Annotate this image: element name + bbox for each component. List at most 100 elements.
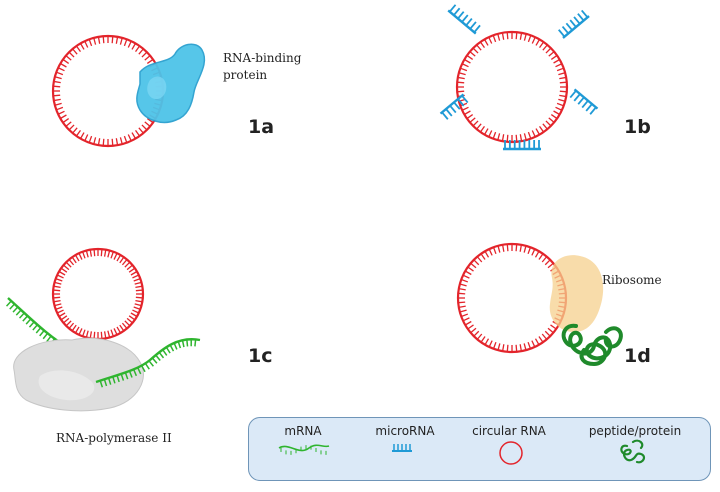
circular-rna-tick [548, 328, 553, 332]
mrna-tick [43, 333, 47, 338]
circular-rna-tick [108, 331, 110, 338]
circular-rna-tick [73, 49, 77, 54]
circular-rna-tick [556, 107, 562, 110]
circular-rna-tick [53, 290, 60, 291]
circular-rna-tick [90, 331, 91, 338]
circular-rna-tick [105, 250, 106, 257]
circular-rna-tick [485, 251, 489, 257]
circular-rna-tick [83, 252, 85, 259]
circular-rna-1c [53, 249, 143, 339]
circular-rna-tick [532, 341, 535, 347]
circular-rna-tick [507, 345, 508, 352]
microrna-backbone [575, 89, 598, 108]
circular-rna-tick [467, 55, 473, 59]
circular-rna-tick [528, 247, 530, 254]
circular-rna-tick [98, 37, 99, 44]
circular-rna-tick [558, 99, 565, 101]
circular-rna-tick [124, 39, 126, 46]
circular-rna-tick [108, 251, 110, 258]
circular-rna-tick [507, 244, 508, 251]
circular-rna-tick [524, 246, 526, 253]
circular-rna-tick [132, 133, 136, 139]
circular-rna-tick [460, 310, 467, 312]
circular-rna-tick [461, 280, 468, 282]
circular-rna-tick [147, 59, 153, 63]
circular-rna-tick [79, 253, 82, 259]
circular-rna-1d [458, 244, 566, 352]
circular-rna-tick [142, 125, 147, 130]
circular-rna-tick [114, 328, 117, 334]
mrna-tick [10, 304, 15, 309]
circular-rna-tick [72, 257, 76, 263]
circular-rna-tick [81, 133, 85, 139]
microrna-tooth [462, 96, 468, 103]
circular-rna-tick [507, 135, 508, 142]
circular-rna-tick [532, 249, 535, 255]
circular-rna-tick [76, 130, 80, 136]
mrna-tick [159, 352, 163, 358]
circular-rna-tick [559, 77, 566, 78]
circular-rna-tick [557, 103, 564, 105]
circular-rna-tick [94, 249, 95, 256]
circular-rna-tick [63, 59, 69, 63]
circular-rna-tick [545, 331, 550, 336]
circular-rna-tick [145, 122, 150, 126]
circular-rna-tick [560, 91, 567, 92]
panel-1a-id: 1a [248, 116, 274, 138]
circular-rna-tick [120, 257, 124, 263]
circular-rna-tick [101, 249, 102, 256]
circular-rna-tick [128, 135, 131, 141]
microrna-tooth [442, 112, 448, 119]
circular-rna-tick [117, 327, 121, 333]
microrna-tooth [450, 106, 456, 113]
circular-rna-tick [111, 330, 113, 337]
circular-rna-tick [473, 121, 478, 126]
circular-rna-tick [536, 39, 540, 45]
circular-rna-tick [546, 121, 551, 126]
circular-rna-tick [560, 82, 567, 83]
circular-rna-tick [76, 46, 80, 52]
circular-rna-tick [64, 265, 69, 269]
circular-rna-tick [480, 42, 484, 48]
panel-1d [458, 244, 621, 364]
circular-rna-tick [63, 119, 69, 123]
circular-rna-tick [55, 282, 62, 284]
circular-rna-tick [460, 284, 467, 286]
circular-rna-tick [524, 34, 526, 41]
mrna-tick [23, 316, 28, 321]
circular-rna-tick [498, 343, 500, 350]
circular-rna-tick [528, 132, 530, 139]
rna-binding-protein-label-line2: protein [223, 67, 301, 84]
circular-rna-tick [536, 339, 540, 345]
circular-rna-tick [53, 95, 60, 96]
circular-rna-tick [139, 49, 143, 54]
circular-rna-1b [457, 32, 567, 142]
circular-rna-tick [559, 95, 566, 96]
circular-rna-tick [477, 334, 481, 339]
circular-rna-tick [551, 115, 557, 119]
circular-rna-tick [135, 304, 142, 306]
circular-rna-tick [57, 275, 63, 278]
circular-rna-tick [81, 43, 85, 49]
circular-rna-tick [462, 107, 468, 110]
circular-rna-tick [474, 331, 479, 336]
mrna-tick [29, 322, 34, 327]
circular-rna-tick [55, 77, 62, 79]
circular-rna-tick [53, 297, 60, 298]
circular-rna-tick [558, 73, 565, 75]
circular-rna-tick [554, 60, 560, 64]
circular-rna-tick [86, 251, 88, 258]
circular-rna-tick [480, 126, 484, 132]
circular-rna-tick [103, 36, 104, 43]
circular-rna-tick [58, 111, 64, 114]
circular-rna-tick [89, 39, 91, 46]
mrna-tick [195, 339, 196, 346]
circular-rna-tick [536, 251, 540, 257]
circular-rna-tick [474, 260, 479, 265]
circular-rna-tick [112, 139, 113, 146]
circular-rna-tick [73, 128, 77, 133]
circular-rna-tick [129, 268, 135, 272]
circular-rna-tick [85, 135, 88, 141]
rna-binding-protein-shape [137, 44, 205, 122]
